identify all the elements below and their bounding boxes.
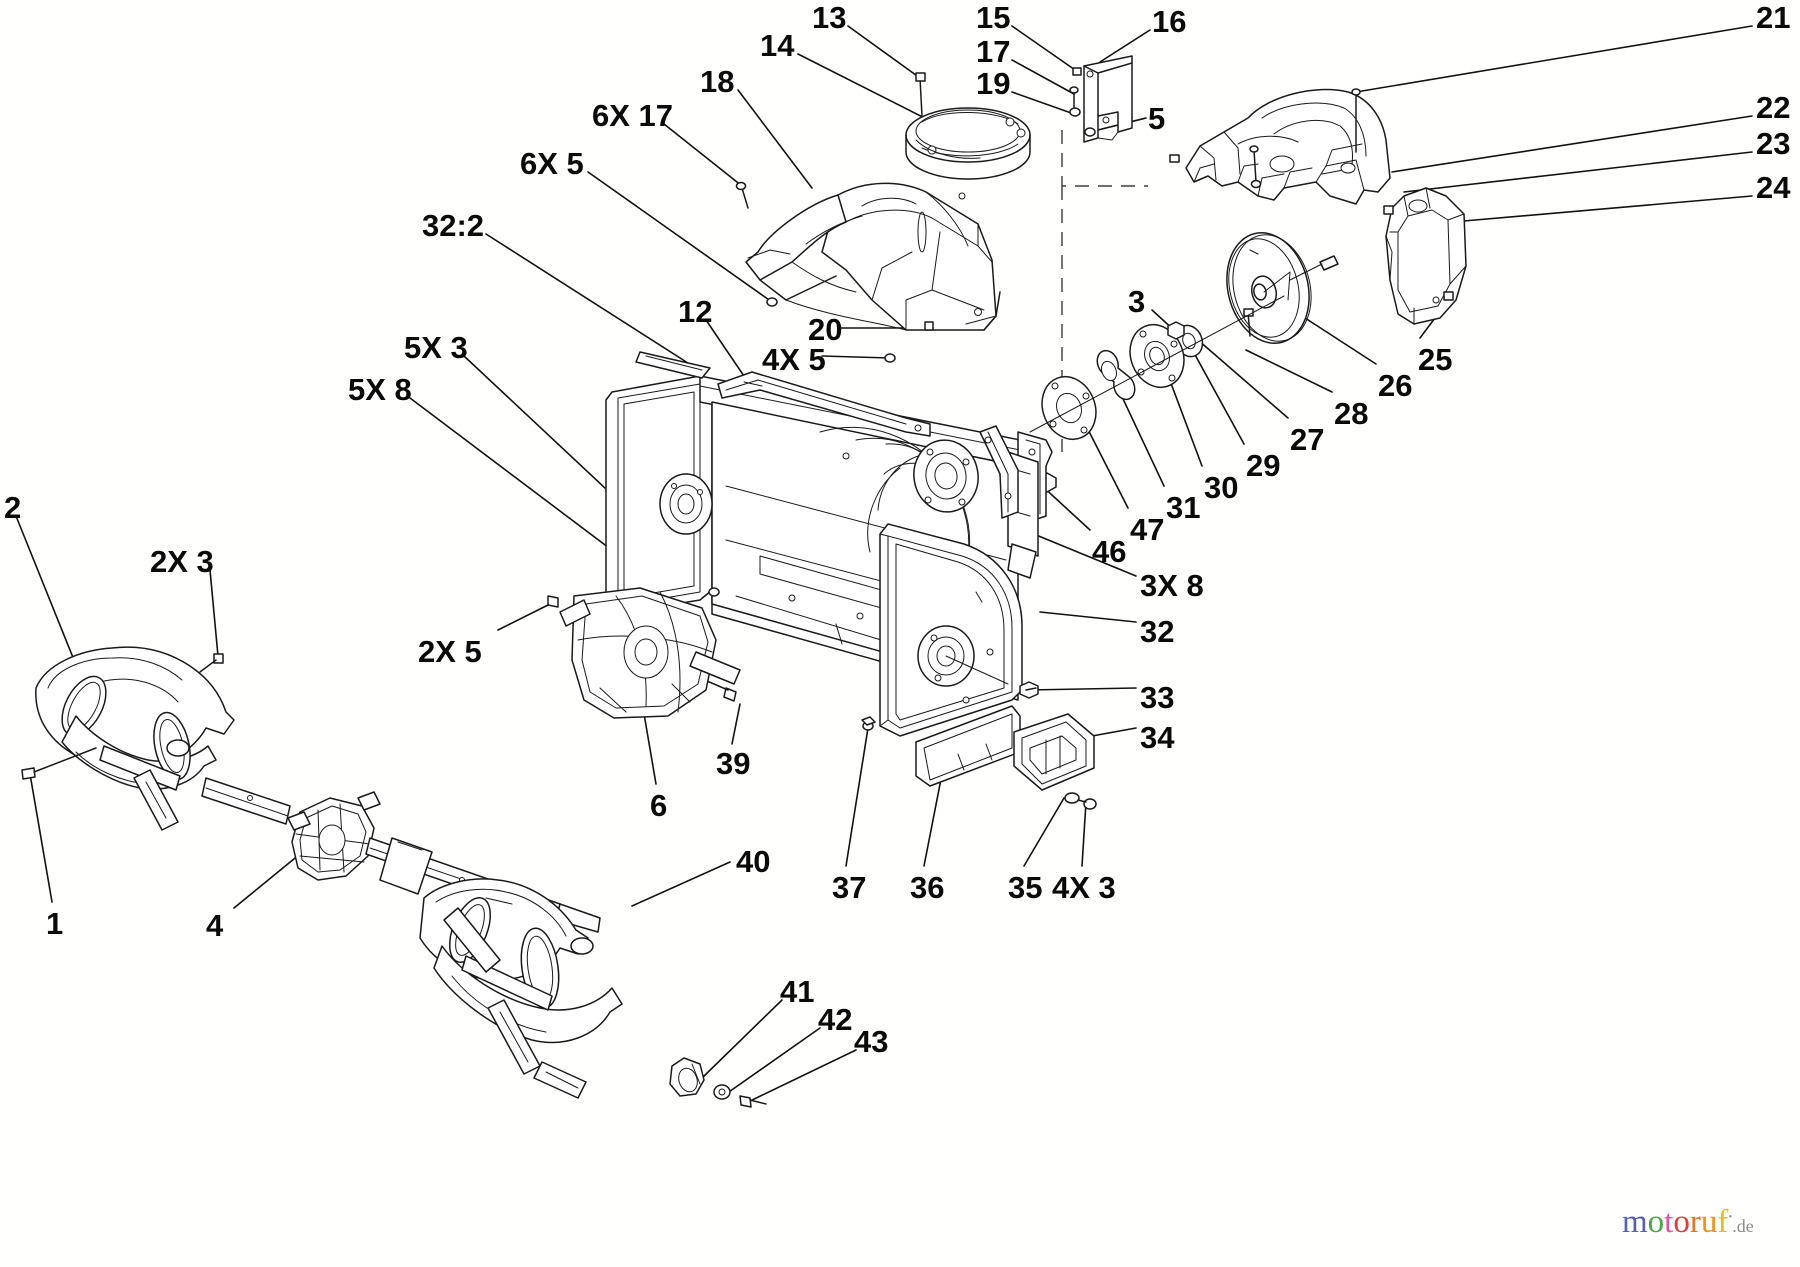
callout-26: 26 (1378, 368, 1413, 403)
callout-18: 18 (700, 64, 735, 99)
callout-14: 14 (760, 28, 795, 63)
wm-letter-o2: o (1673, 1204, 1690, 1240)
auger-gearbox (287, 791, 381, 881)
callout-16: 16 (1152, 4, 1187, 39)
callout-2x5: 2X 5 (418, 634, 482, 669)
callout-32-2: 32:2 (422, 208, 485, 243)
callout-41: 41 (780, 974, 815, 1009)
callout-24: 24 (1756, 170, 1791, 205)
left-auger-spiral (21, 646, 235, 831)
callout-5x8: 5X 8 (348, 372, 412, 407)
callout-22: 22 (1756, 90, 1791, 125)
callout-23: 23 (1756, 126, 1791, 161)
callout-32: 32 (1140, 614, 1175, 649)
impeller (559, 587, 741, 719)
shear-bolt-hub (669, 1057, 767, 1108)
wm-letter-f: f (1717, 1204, 1729, 1240)
wm-letter-r: r (1689, 1204, 1701, 1240)
callout-30: 30 (1204, 470, 1239, 505)
callout-1: 1 (46, 906, 64, 941)
wm-letter-t: t (1664, 1204, 1674, 1240)
wm-suffix: .de (1732, 1216, 1754, 1236)
callout-17: 17 (976, 34, 1011, 69)
belt-cover (1169, 88, 1391, 205)
skid-shoe (1013, 713, 1097, 810)
callout-4x5: 4X 5 (762, 342, 826, 377)
callout-4: 4 (206, 908, 224, 943)
right-auger-spiral (419, 878, 623, 1099)
callout-5: 5 (1148, 101, 1166, 136)
callout-36: 36 (910, 870, 945, 905)
callout-46: 46 (1092, 534, 1127, 569)
callout-12: 12 (678, 294, 713, 329)
chute-rotation-ring (905, 72, 1031, 180)
callout-15: 15 (976, 0, 1011, 35)
callout-19: 19 (976, 66, 1011, 101)
mounting-bracket (1069, 55, 1133, 143)
callout-5x3: 5X 3 (404, 330, 468, 365)
callout-31: 31 (1166, 490, 1201, 525)
motoruf-watermark: motoruf•.de (1622, 1206, 1754, 1239)
callout-6: 6 (650, 788, 668, 823)
callout-29: 29 (1246, 448, 1281, 483)
callout-42: 42 (818, 1002, 853, 1037)
callout-25: 25 (1418, 342, 1453, 377)
wm-dot: • (1728, 1211, 1733, 1223)
auger-housing (605, 351, 1053, 787)
callout-34: 34 (1140, 720, 1175, 755)
callout-6x5: 6X 5 (520, 146, 584, 181)
bearing-flange-stack (1029, 295, 1285, 493)
callout-37: 37 (832, 870, 867, 905)
callout-40: 40 (736, 844, 771, 879)
callout-39: 39 (716, 746, 751, 781)
callout-6x17: 6X 17 (592, 98, 674, 133)
wm-letter-u: u (1700, 1204, 1718, 1240)
side-cover (1383, 187, 1467, 325)
callout-2x3: 2X 3 (150, 544, 214, 579)
wm-letter-o1: o (1647, 1204, 1665, 1240)
callout-21: 21 (1756, 0, 1791, 35)
discharge-chute (735, 181, 1001, 363)
callout-3-upper: 3 (1128, 284, 1146, 319)
callout-47: 47 (1130, 512, 1165, 547)
callout-20: 20 (808, 312, 843, 347)
drive-pulley (1226, 232, 1339, 344)
callout-35: 35 (1008, 870, 1043, 905)
callout-28: 28 (1334, 396, 1369, 431)
callout-2: 2 (4, 490, 22, 525)
callout-33: 33 (1140, 680, 1175, 715)
callout-4x3: 4X 3 (1052, 870, 1116, 905)
callout-43: 43 (854, 1024, 889, 1059)
wm-letter-m: m (1622, 1204, 1648, 1240)
callout-13: 13 (812, 0, 847, 35)
callout-27: 27 (1290, 422, 1325, 457)
callout-3x8: 3X 8 (1140, 568, 1204, 603)
